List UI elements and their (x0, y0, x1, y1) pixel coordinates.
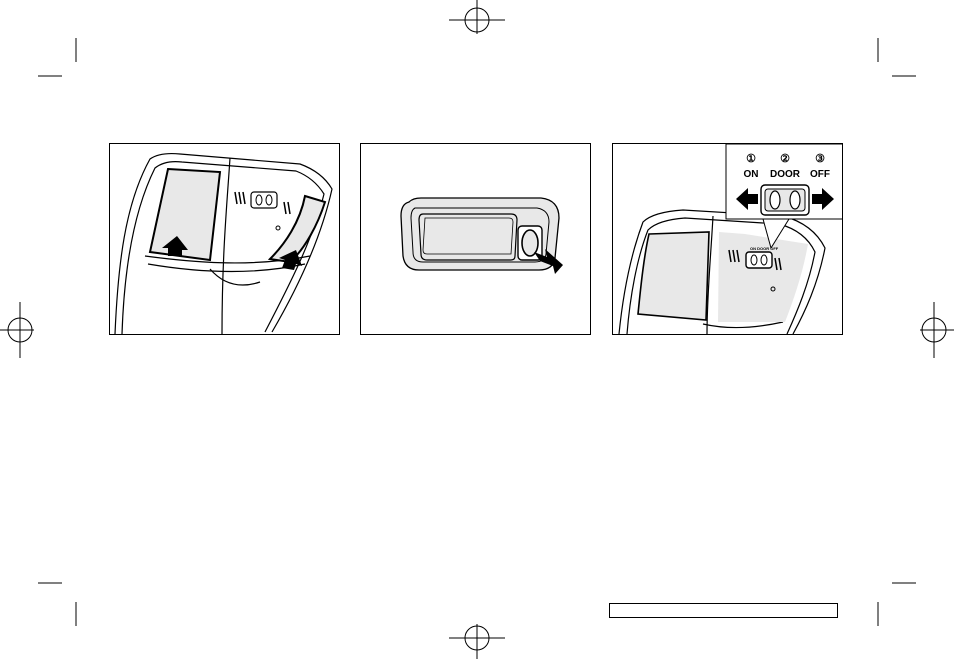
small-switch-label: ON DOOR OFF (750, 246, 779, 251)
position-1-label: ON (744, 169, 759, 180)
footer-page-box (609, 603, 838, 618)
figure-room-light-switch: ON DOOR OFF ① ② ③ ON DOOR OFF (612, 143, 843, 335)
position-2-label: DOOR (770, 169, 801, 180)
left-lamp-lens (638, 232, 709, 320)
position-2-number: ② (780, 153, 790, 165)
small-switch (746, 252, 772, 268)
figure-open-lamp-lens (109, 143, 340, 335)
room-light-drawing: ON DOOR OFF ① ② ③ ON DOOR OFF (613, 144, 843, 335)
position-1-number: ① (746, 153, 756, 165)
map-light-drawing (361, 144, 591, 335)
switch-body (251, 192, 277, 208)
overhead-console-drawing (110, 144, 340, 335)
map-light-button (522, 230, 538, 256)
figure-map-light-press (360, 143, 591, 335)
lamp-lens (419, 214, 517, 260)
right-lamp-lens (270, 196, 325, 262)
position-3-number: ③ (815, 153, 825, 165)
position-3-label: OFF (810, 169, 830, 180)
